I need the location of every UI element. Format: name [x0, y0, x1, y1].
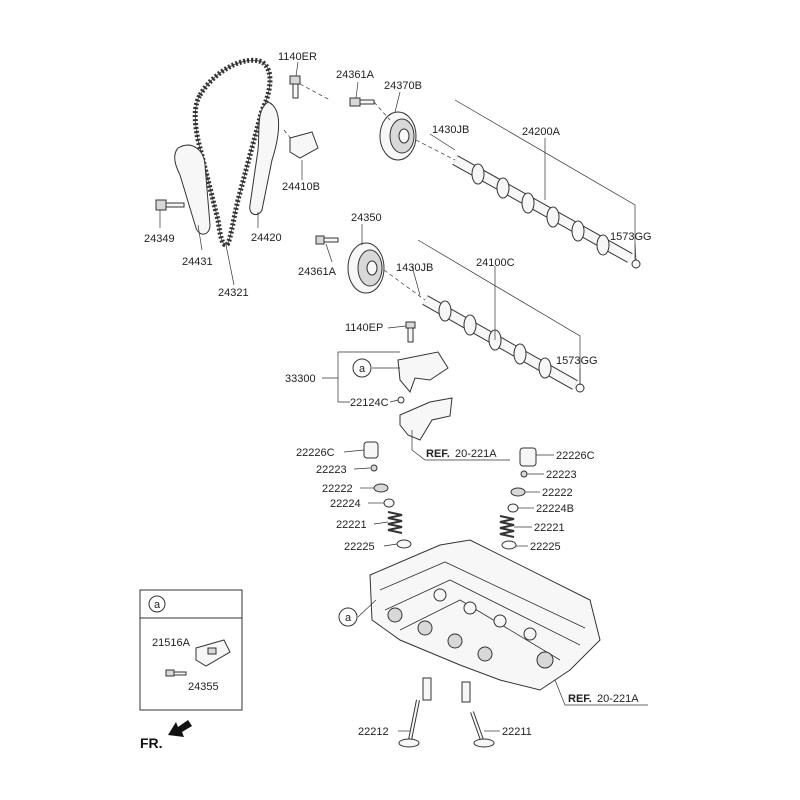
stem-seal-right — [507, 503, 519, 513]
tensioner-bolt — [155, 199, 185, 211]
label-1573gg-mid: 1573GG — [556, 355, 598, 367]
ref-lower-number: 20-221A — [597, 693, 639, 705]
label-24355: 24355 — [188, 681, 219, 693]
inset-box: a — [139, 589, 243, 711]
oil-control-valve — [195, 639, 231, 667]
marker-circle-head — [338, 607, 358, 627]
label-24349: 24349 — [144, 233, 175, 245]
label-22224: 22224 — [330, 498, 361, 510]
label-24350: 24350 — [351, 212, 382, 224]
label-22222-left: 22222 — [322, 483, 353, 495]
bolt-24361a-top — [349, 97, 375, 107]
label-22224b: 22224B — [536, 503, 574, 515]
label-33300: 33300 — [285, 373, 316, 385]
tensioner-arm — [174, 144, 211, 235]
tappet-right — [519, 447, 537, 467]
front-arrow-icon — [168, 720, 192, 737]
plug-1573gg-mid — [575, 383, 585, 393]
ref-upper: REF. 20-221A — [426, 448, 497, 460]
label-22226c-left: 22226C — [296, 447, 335, 459]
label-1140er: 1140ER — [278, 51, 317, 63]
retainer-right — [510, 487, 526, 497]
label-24361a-mid: 24361A — [298, 266, 337, 278]
label-22211: 22211 — [502, 726, 532, 738]
part-labels: 1140ER 24361A 24370B 1430JB 24200A 24410… — [144, 51, 652, 738]
timing-chain — [192, 57, 273, 248]
exhaust-cvvt-sprocket — [379, 111, 417, 161]
spring-seat-right — [501, 540, 517, 550]
marker-letter-main: a — [359, 363, 366, 375]
label-1140ep: 1140EP — [345, 322, 383, 334]
label-22225-left: 22225 — [344, 541, 375, 553]
valve-guide-left — [422, 677, 432, 701]
label-22223-left: 22223 — [316, 464, 347, 476]
label-22221-right: 22221 — [534, 522, 565, 534]
label-24420: 24420 — [251, 232, 282, 244]
label-22225-right: 22225 — [530, 541, 561, 553]
label-24321: 24321 — [218, 287, 249, 299]
bolt-1140er — [289, 75, 301, 99]
valve-intake — [470, 711, 495, 748]
valve-guide-right — [461, 681, 471, 703]
ref-upper-prefix: REF. — [426, 448, 450, 460]
retainer-left — [373, 483, 389, 493]
label-24200a: 24200A — [522, 126, 561, 138]
chain-guide — [249, 101, 280, 216]
label-22226c-right: 22226C — [556, 450, 595, 462]
valve-exhaust — [398, 699, 420, 748]
label-22222-right: 22222 — [542, 487, 573, 499]
cylinder-head — [369, 539, 601, 691]
camshaft-intake — [422, 295, 578, 390]
ref-lower-prefix: REF. — [568, 693, 592, 705]
label-22221-left: 22221 — [336, 519, 367, 531]
ref-lower: REF. 20-221A — [568, 693, 639, 705]
label-24410b: 24410B — [282, 181, 320, 193]
cam-carrier — [399, 397, 453, 441]
front-direction-label: FR. — [140, 735, 163, 751]
label-22212: 22212 — [358, 726, 389, 738]
leader-lines — [159, 61, 648, 732]
ref-upper-number: 20-221A — [455, 448, 497, 460]
label-24370b: 24370B — [384, 80, 422, 92]
plug-1573gg-top — [631, 259, 641, 269]
marker-circle-main — [352, 358, 372, 378]
bolt-1140ep — [405, 321, 416, 343]
inset-header-letter: a — [154, 599, 161, 611]
spring-right — [499, 515, 515, 538]
bolt-24361a-mid — [315, 235, 339, 245]
stem-seal-left — [383, 498, 395, 508]
inset-header-circle — [148, 595, 166, 613]
label-24431: 24431 — [182, 256, 213, 268]
ocv-bolt — [165, 669, 187, 677]
label-22124c: 22124C — [350, 397, 389, 409]
tappet-left — [363, 441, 379, 459]
label-21516a: 21516A — [152, 637, 191, 649]
label-1430jb-mid: 1430JB — [396, 262, 433, 274]
camshaft-exhaust — [452, 155, 633, 263]
label-24100c: 24100C — [476, 257, 515, 269]
label-1430jb-top: 1430JB — [432, 124, 469, 136]
label-22223-right: 22223 — [546, 469, 577, 481]
label-1573gg-top: 1573GG — [610, 231, 652, 243]
ocv-bracket — [397, 351, 449, 393]
marker-letter-head: a — [345, 612, 352, 624]
intake-cvvt-sprocket — [347, 242, 385, 294]
chain-tensioner — [289, 131, 319, 159]
spring-seat-left — [396, 539, 412, 549]
seal-22124c — [397, 396, 405, 404]
spring-left — [387, 511, 403, 534]
retainer-lock-right — [520, 470, 528, 478]
label-24361a-top: 24361A — [336, 69, 375, 81]
retainer-lock-left — [370, 464, 378, 472]
